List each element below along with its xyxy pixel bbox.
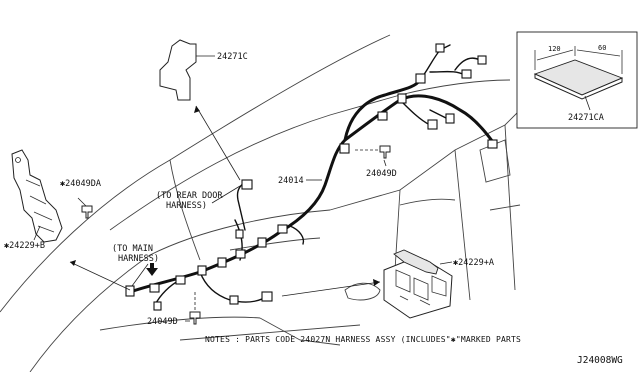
arrow-head-24229a (373, 279, 380, 286)
connector (125, 285, 135, 297)
label-to-rear-door-1: (TO REAR DOOR (156, 191, 223, 201)
label-24271ca: 24271CA (568, 113, 604, 123)
foam-pad-side (534, 73, 623, 100)
connector (415, 73, 426, 84)
connector (217, 257, 227, 268)
connector (235, 229, 244, 239)
label-24229a: ✱24229+A (453, 258, 494, 268)
bracket-24229b: ✱24229+B ✱24049DA (4, 149, 131, 291)
clip-24049d-top-shape (379, 145, 391, 159)
arrow-head-24271c (194, 106, 200, 113)
label-24271c: 24271C (217, 52, 248, 62)
label-24014: 24014 (278, 176, 304, 186)
connector (339, 143, 350, 154)
connector (153, 301, 162, 311)
inset-24271ca: 120 60 24271CA (516, 31, 638, 129)
label-to-main-2: HARNESS) (118, 254, 159, 264)
notes-text: NOTES : PARTS CODE 24027N HARNESS ASSY (… (205, 335, 521, 344)
diagram-code: J24008WG (577, 355, 623, 366)
connector (261, 291, 273, 302)
connector (461, 69, 472, 79)
bracket-24229b-shape (11, 149, 63, 243)
callout-main-harness: (TO MAIN HARNESS) (112, 244, 159, 287)
connector (197, 265, 207, 276)
label-24049d-top: 24049D (366, 169, 397, 179)
pad-24271c: 24271C (159, 39, 248, 181)
connector (257, 237, 267, 248)
connector (241, 179, 253, 190)
harness-24014: 24014 (125, 43, 498, 311)
dim-60-label: 60 (598, 44, 606, 52)
label-to-rear-door-2: HARNESS) (166, 201, 207, 211)
arrow-head-24229b (70, 260, 76, 266)
arrow-to-main-harness (146, 263, 158, 276)
connector (377, 111, 388, 121)
connector (277, 224, 288, 234)
label-24229b: ✱24229+B (4, 241, 45, 251)
connector (235, 249, 246, 259)
dim-120-label: 120 (548, 45, 561, 53)
pad-24271c-shape (159, 39, 197, 101)
clip-24049d-bottom-shape (189, 311, 201, 325)
connector (477, 55, 487, 65)
label-24049da: ✱24049DA (60, 179, 101, 189)
connector (427, 119, 438, 130)
clip-24049d-top: 24049D (355, 145, 397, 179)
connector (149, 283, 160, 293)
label-to-main-1: (TO MAIN (112, 244, 153, 254)
label-24049d-bottom: 24049D (147, 317, 178, 327)
connector (487, 139, 498, 149)
block-24229a: ✱24229+A (281, 249, 494, 319)
connector (175, 275, 186, 285)
clip-24049da-shape (81, 205, 93, 219)
block-24229a-top (393, 249, 439, 275)
vehicle-body-outline (0, 34, 521, 372)
connector (397, 93, 407, 104)
clip-24049d-bottom: 24049D (147, 292, 201, 327)
callout-rear-door: (TO REAR DOOR HARNESS) (156, 185, 241, 211)
connector (445, 113, 455, 124)
connector (229, 295, 239, 305)
connector (435, 43, 445, 53)
